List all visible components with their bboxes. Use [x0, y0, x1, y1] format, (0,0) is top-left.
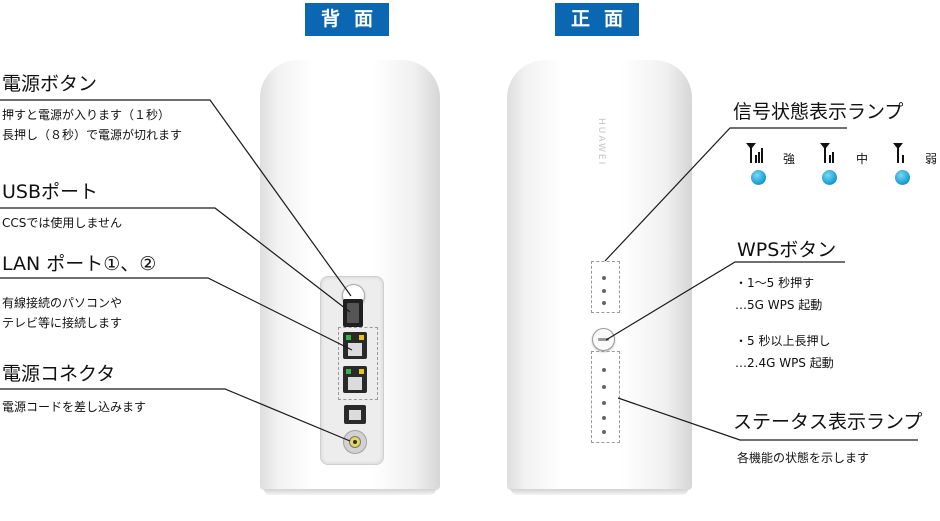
label-lan-desc-1: 有線接続のパソコンや: [2, 296, 123, 310]
usb-port-inner: [347, 303, 359, 323]
wps-button-icon[interactable]: [592, 328, 615, 351]
signal-medium-icon: [820, 143, 834, 163]
led-indicator-icon: [822, 170, 837, 185]
power-connector-pin: [353, 440, 357, 444]
router-front-body: [507, 60, 692, 490]
label-power-button-desc-1: 押すと電源が入ります（１秒）: [2, 108, 171, 122]
callout-line-power-connector: [0, 388, 351, 442]
wps-button-mark: [598, 338, 609, 341]
label-power-button-title: 電源ボタン: [2, 73, 98, 95]
lan-port-1-yellow-led-icon: [359, 335, 364, 340]
label-usb-title: USBポート: [2, 181, 99, 203]
status-led-4-icon: [602, 416, 606, 420]
signal-weak-icon: [893, 143, 904, 163]
status-led-3-icon: [602, 401, 606, 405]
callout-line-wps-button: [605, 261, 845, 341]
label-lan-desc-2: テレビ等に接続します: [2, 316, 123, 330]
lan-port-1-icon[interactable]: [343, 332, 367, 359]
lan-port-2-green-led-icon: [346, 369, 351, 374]
usb-port-icon[interactable]: [343, 299, 363, 327]
led-indicator-icon: [895, 170, 910, 185]
label-signal-title: 信号状態表示ランプ: [733, 101, 904, 123]
label-wps-line-2: …5G WPS 起動: [735, 298, 823, 312]
label-lan-title: LAN ポート①、②: [2, 253, 157, 275]
tag-back-view: 背面: [305, 3, 389, 36]
status-led-group: [591, 351, 620, 443]
lan-port-1-socket: [348, 343, 362, 356]
label-wps-line-1: ・1～5 秒押す: [735, 276, 815, 290]
label-wps-line-4: …2.4G WPS 起動: [735, 356, 834, 370]
label-status-desc: 各機能の状態を示します: [737, 451, 870, 465]
signal-level-medium: 中: [856, 152, 869, 166]
lan-port-2-yellow-led-icon: [359, 369, 364, 374]
callout-line-usb-port: [0, 207, 351, 313]
label-wps-title: WPSボタン: [737, 239, 837, 261]
lan-ports-group: [338, 327, 378, 400]
label-usb-desc: CCSでは使用しません: [2, 216, 123, 230]
label-status-title: ステータス表示ランプ: [733, 411, 923, 433]
router-front-base: [511, 489, 688, 495]
status-led-1-icon: [602, 368, 606, 372]
callout-line-lan-port: [0, 277, 353, 351]
lan-port-2-socket: [348, 377, 362, 390]
brand-logo: HUAWEI: [596, 118, 606, 167]
lan-port-2-icon[interactable]: [343, 366, 367, 393]
signal-led-3-icon: [602, 301, 606, 305]
callout-line-status-led: [617, 397, 918, 441]
label-power-connector-desc: 電源コードを差し込みます: [2, 400, 147, 414]
label-power-connector-title: 電源コネクタ: [2, 363, 116, 385]
signal-led-group: [591, 261, 620, 313]
power-connector-icon[interactable]: [343, 430, 367, 454]
signal-level-weak: 弱: [925, 152, 938, 166]
callout-line-power-button: [0, 99, 352, 297]
tel-port-icon: [344, 405, 366, 424]
signal-led-2-icon: [602, 289, 606, 293]
led-indicator-icon: [751, 170, 766, 185]
callout-line-signal-led: [604, 127, 847, 262]
label-wps-line-3: ・5 秒以上長押し: [735, 334, 831, 348]
tag-front-view: 正面: [555, 3, 639, 36]
label-power-button-desc-2: 長押し（８秒）で電源が切れます: [2, 128, 183, 142]
lan-port-1-green-led-icon: [346, 335, 351, 340]
signal-led-1-icon: [602, 276, 606, 280]
signal-level-strong: 強: [783, 152, 796, 166]
signal-strong-icon: [746, 143, 763, 163]
status-led-2-icon: [602, 385, 606, 389]
status-led-5-icon: [602, 430, 606, 434]
router-back-base: [264, 489, 436, 495]
tel-port-socket: [349, 410, 361, 420]
